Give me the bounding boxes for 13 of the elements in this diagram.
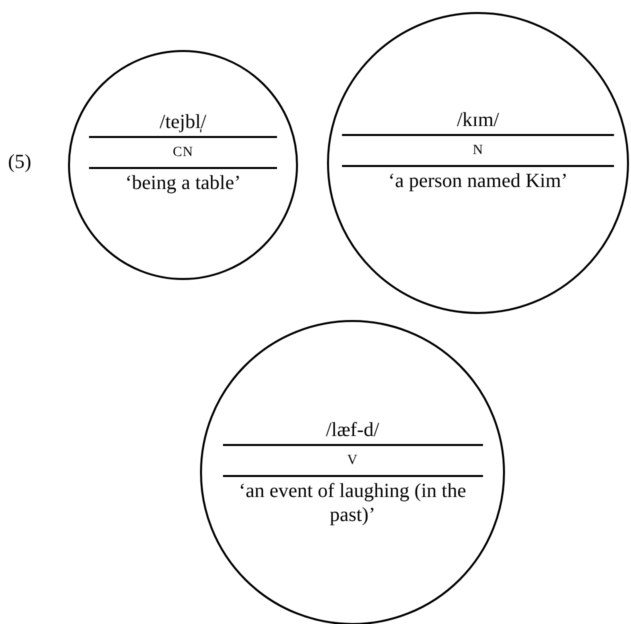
phonology-text: /læf-d/ — [326, 418, 380, 443]
sign-circle — [200, 320, 505, 624]
category-label: CN — [89, 136, 277, 168]
meaning-text: ‘being a table’ — [124, 170, 242, 194]
category-label: N — [342, 134, 614, 166]
meaning-text: ‘an event of laughing (in the past)’ — [238, 479, 468, 527]
phonology-text: /tejbl̩/ — [160, 110, 206, 134]
phonology-text: /kɪm/ — [456, 108, 500, 132]
category-label: V — [222, 444, 482, 477]
example-number: (5) — [8, 151, 32, 174]
sign-circle — [68, 50, 298, 280]
meaning-text: ‘a person named Kim’ — [387, 168, 569, 192]
sign-circle — [327, 12, 629, 314]
